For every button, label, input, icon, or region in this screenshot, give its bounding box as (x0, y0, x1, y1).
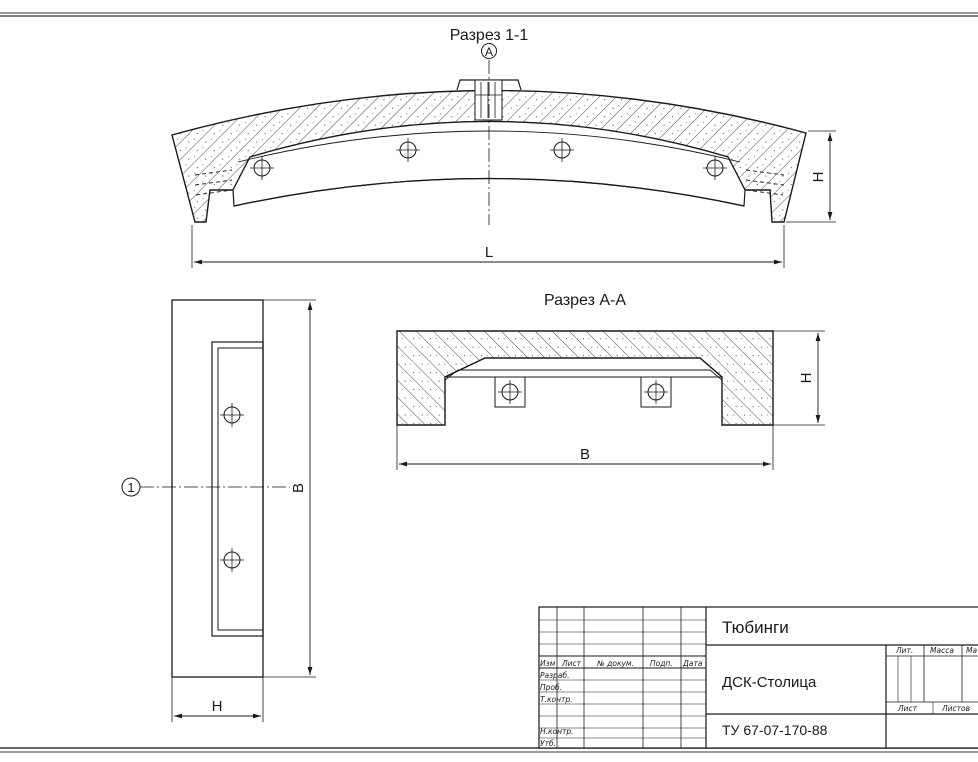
bolt-hole (494, 376, 526, 408)
role-prob: Проб. (540, 683, 562, 692)
role-tkontr: Т.контр. (540, 695, 573, 704)
product-name: Тюбинги (722, 618, 789, 637)
section-1-1-view: Разрез 1-1 A L H (171, 27, 836, 268)
dimension-h-top-label: H (810, 172, 827, 183)
organization-name: ДСК-Столица (722, 674, 817, 691)
section-1-1-title: Разрез 1-1 (450, 27, 529, 44)
marker-a-circle (481, 43, 497, 59)
role-utb: Утб. (540, 739, 556, 748)
role-nkontr: Н.контр. (540, 727, 574, 736)
sheet-label: Лист (897, 704, 918, 713)
section-a-a-view: Разрез A-A H B (396, 292, 825, 470)
bolt-hole (550, 138, 574, 162)
col-header-list: Лист (561, 659, 582, 668)
col-header-data: Дата (682, 659, 703, 668)
standard-number: ТУ 67-07-170-88 (722, 722, 828, 738)
title-block: Изм Лист № докум. Подп. Дата Разраб. Про… (538, 606, 978, 749)
lit-label: Лит. (895, 646, 913, 655)
dimension-b-vertical-label: B (290, 483, 307, 493)
col-header-podp: Подп. (650, 659, 673, 668)
dimension-l-label: L (485, 244, 493, 261)
bolt-hole (220, 548, 244, 572)
sheets-label: Листов (941, 704, 970, 713)
side-view: 1 B H (121, 299, 316, 722)
bolt-hole (396, 138, 420, 162)
bolt-hole (250, 156, 274, 180)
dimension-h-section-label: H (798, 373, 815, 384)
col-header-izm: Изм (540, 659, 556, 668)
col-header-dokum: № докум. (596, 659, 634, 668)
bolt-hole (640, 376, 672, 408)
section-a-a-body (396, 330, 774, 426)
section-a-a-title: Разрез A-A (544, 292, 626, 309)
mass-label: Масса (930, 646, 954, 655)
dimension-h-bottom-label: H (212, 698, 223, 715)
dimension-b-label: B (580, 446, 590, 463)
bolt-hole (220, 403, 244, 427)
lug-socket (474, 79, 503, 121)
marker-1-label: 1 (127, 480, 134, 495)
role-razrab: Разраб. (540, 671, 569, 680)
marker-a-label: A (485, 45, 493, 59)
bolt-hole (703, 156, 727, 180)
scale-label: Ма (966, 646, 977, 655)
